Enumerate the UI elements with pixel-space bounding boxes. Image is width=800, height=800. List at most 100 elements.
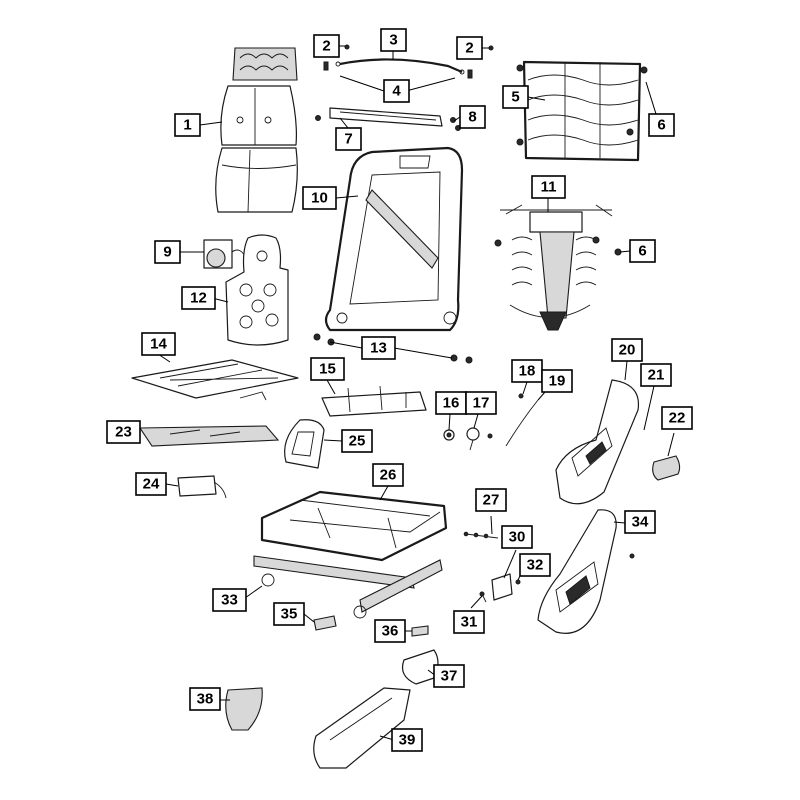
callout-15: 15 <box>310 357 345 381</box>
callout-14: 14 <box>141 332 176 356</box>
callout-label: 6 <box>657 117 665 134</box>
callout-32: 32 <box>519 553 551 577</box>
callout-label: 37 <box>441 668 458 685</box>
part-cover-36 <box>411 625 429 637</box>
callout-34: 34 <box>624 510 656 534</box>
callout-label: 23 <box>115 424 132 441</box>
callout-label: 19 <box>549 373 566 390</box>
callout-37: 37 <box>433 664 465 688</box>
part-bolts <box>313 333 473 364</box>
callout-label: 3 <box>389 32 397 49</box>
callout-label: 36 <box>382 623 399 640</box>
callout-2-right: 2 <box>456 36 483 60</box>
callout-24: 24 <box>135 472 167 496</box>
part-fastener-17 <box>466 427 493 451</box>
callout-label: 30 <box>509 529 526 546</box>
callout-label: 35 <box>281 606 298 623</box>
part-seat-back-pad <box>225 234 289 346</box>
callout-25: 25 <box>341 429 373 453</box>
callout-3: 3 <box>380 28 407 52</box>
part-recline-knob <box>652 455 681 481</box>
callout-6-top: 6 <box>648 113 675 137</box>
callout-label: 9 <box>163 244 171 261</box>
callout-12: 12 <box>181 286 216 310</box>
callout-label: 6 <box>638 243 646 260</box>
callout-5: 5 <box>502 85 529 109</box>
callout-6-bottom: 6 <box>629 239 656 263</box>
callout-13: 13 <box>361 336 396 360</box>
callout-label: 39 <box>399 732 416 749</box>
callout-22: 22 <box>661 406 693 430</box>
callout-8: 8 <box>459 105 486 129</box>
part-cushion-suspension <box>494 204 622 331</box>
callout-label: 38 <box>197 691 214 708</box>
part-trim-38 <box>225 687 263 731</box>
callout-label: 21 <box>648 367 665 384</box>
callout-label: 20 <box>619 342 636 359</box>
part-clip-35 <box>313 615 337 631</box>
callout-label: 18 <box>519 363 536 380</box>
callout-label: 27 <box>483 492 500 509</box>
part-side-trim <box>284 419 325 469</box>
callout-label: 14 <box>150 336 167 353</box>
callout-11: 11 <box>531 175 566 199</box>
callout-18: 18 <box>511 359 543 383</box>
callout-label: 15 <box>319 361 336 378</box>
callout-label: 22 <box>669 410 686 427</box>
callout-9: 9 <box>154 240 181 264</box>
part-seat-back-frame <box>324 146 464 332</box>
callout-23: 23 <box>106 420 141 444</box>
callout-label: 8 <box>468 109 476 126</box>
part-switch-shield <box>537 509 635 634</box>
callout-label: 17 <box>473 395 490 412</box>
part-wiring-harness <box>177 475 227 499</box>
callout-label: 31 <box>461 614 478 631</box>
callout-label: 2 <box>322 38 330 55</box>
callout-label: 32 <box>527 557 544 574</box>
callout-33: 33 <box>212 588 247 612</box>
callout-label: 7 <box>344 131 352 148</box>
part-heater-mat <box>131 359 299 401</box>
callout-30: 30 <box>501 525 533 549</box>
callout-35: 35 <box>273 602 305 626</box>
callout-19: 19 <box>541 369 573 393</box>
callout-2-left: 2 <box>313 34 340 58</box>
callout-21: 21 <box>640 363 672 387</box>
callout-label: 16 <box>443 395 460 412</box>
callout-label: 34 <box>632 514 649 531</box>
callout-label: 25 <box>349 433 366 450</box>
callout-17: 17 <box>465 391 497 415</box>
callout-label: 11 <box>541 179 557 196</box>
callout-10: 10 <box>302 186 337 210</box>
part-cushion-bracket <box>321 385 427 417</box>
part-cross-tube <box>315 107 461 131</box>
callout-1: 1 <box>174 113 201 137</box>
callout-label: 4 <box>392 83 401 100</box>
part-seat-back-cover <box>215 47 298 213</box>
callout-20: 20 <box>611 338 643 362</box>
callout-label: 26 <box>380 467 397 484</box>
callout-label: 33 <box>221 592 238 609</box>
part-bracket-37 <box>401 649 439 685</box>
callout-4: 4 <box>383 79 410 103</box>
callout-label: 1 <box>183 117 191 134</box>
part-outer-shield <box>555 379 640 505</box>
part-screws <box>463 531 499 539</box>
callout-39: 39 <box>391 728 423 752</box>
callout-label: 2 <box>465 40 473 57</box>
part-fastener-16 <box>443 429 455 441</box>
callout-label: 5 <box>511 89 519 106</box>
callout-label: 24 <box>143 476 160 493</box>
part-seat-adjuster <box>253 490 448 619</box>
part-wire-rod <box>335 58 465 75</box>
callout-16: 16 <box>435 391 467 415</box>
part-lower-side-trim <box>313 687 411 769</box>
part-cable <box>505 393 539 447</box>
callout-31: 31 <box>453 610 485 634</box>
callout-38: 38 <box>189 687 221 711</box>
callout-36: 36 <box>374 619 406 643</box>
part-clip-left <box>323 44 350 71</box>
part-lumbar-motor <box>203 239 247 269</box>
part-switch-bracket <box>491 573 521 601</box>
